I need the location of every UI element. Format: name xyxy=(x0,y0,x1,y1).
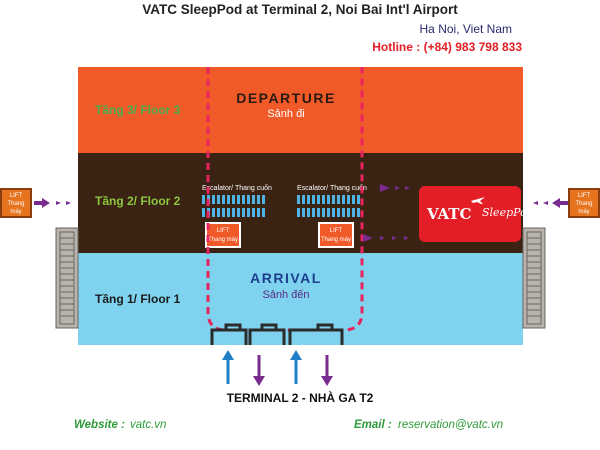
terminal-label: TERMINAL 2 - NHÀ GA T2 xyxy=(226,391,374,405)
departure-label: DEPARTURE xyxy=(236,90,336,106)
floor-1-label: Tầng 1/ Floor 1 xyxy=(95,292,181,306)
website-link[interactable]: vatc.vn xyxy=(130,419,167,431)
page-title: VATC SleepPod at Terminal 2, Noi Bai Int… xyxy=(142,2,458,17)
right-side-column xyxy=(522,227,546,329)
plane-icon xyxy=(471,197,485,204)
arrival-label: ARRIVAL xyxy=(250,270,322,286)
entry-arrow-left-icon xyxy=(222,350,234,384)
side-lift-right-label-vi: Thang máy xyxy=(575,201,593,215)
floor-2-label: Tầng 2/ Floor 2 xyxy=(95,194,181,208)
lift-right-box: LIFT Thang máy xyxy=(318,222,354,248)
left-side-column xyxy=(55,227,79,329)
lift-left-box: LIFT Thang máy xyxy=(205,222,241,248)
lift-left-label-vi: Thang máy xyxy=(207,237,238,243)
exit-arrow-right-icon xyxy=(321,355,333,386)
lift-right-label: LIFT xyxy=(329,228,343,234)
logo-sub-text: SleepPod xyxy=(482,206,534,219)
side-lift-right: LIFT Thang máy xyxy=(568,188,600,218)
email-link[interactable]: reservation@vatc.vn xyxy=(398,419,503,431)
hotline-text: Hotline : (+84) 983 798 833 xyxy=(372,40,522,54)
floor-3-band xyxy=(78,67,523,153)
escalator-left-icon xyxy=(202,195,266,217)
location-text: Ha Noi, Viet Nam xyxy=(419,22,512,36)
route-arrows-lower-icon xyxy=(363,234,409,242)
website-label: Website : xyxy=(74,419,125,431)
route-arrows-right-icon xyxy=(533,198,568,208)
vatc-sleeppod-logo: VATC SleepPod xyxy=(419,186,534,242)
entrance-doors xyxy=(210,323,344,345)
escalator-right-label: Escalator/ Thang cuốn xyxy=(297,185,367,192)
side-lift-left-label-vi: Thang máy xyxy=(7,201,25,215)
floor-3-label: Tầng 3/ Floor 3 xyxy=(95,103,181,117)
logo-main-text: VATC xyxy=(427,205,472,223)
escalator-left-label: Escalator/ Thang cuốn xyxy=(202,185,272,192)
escalator-right-icon xyxy=(297,195,361,217)
entry-arrow-right-icon xyxy=(290,350,302,384)
email-label: Email : xyxy=(354,419,392,431)
lift-right-label-vi: Thang máy xyxy=(320,237,351,243)
dashed-route-outline xyxy=(206,67,364,332)
side-lift-right-label: LIFT xyxy=(577,193,591,199)
lift-left-label: LIFT xyxy=(216,228,230,234)
side-lift-left-label: LIFT xyxy=(9,193,23,199)
departure-label-vi: Sảnh đi xyxy=(267,108,305,120)
exit-arrow-left-icon xyxy=(253,355,265,386)
side-lift-left: LIFT Thang máy xyxy=(0,188,32,218)
route-arrows-upper-icon xyxy=(380,184,410,192)
arrival-label-vi: Sảnh đến xyxy=(262,289,310,301)
route-arrows-left-icon xyxy=(34,198,71,208)
